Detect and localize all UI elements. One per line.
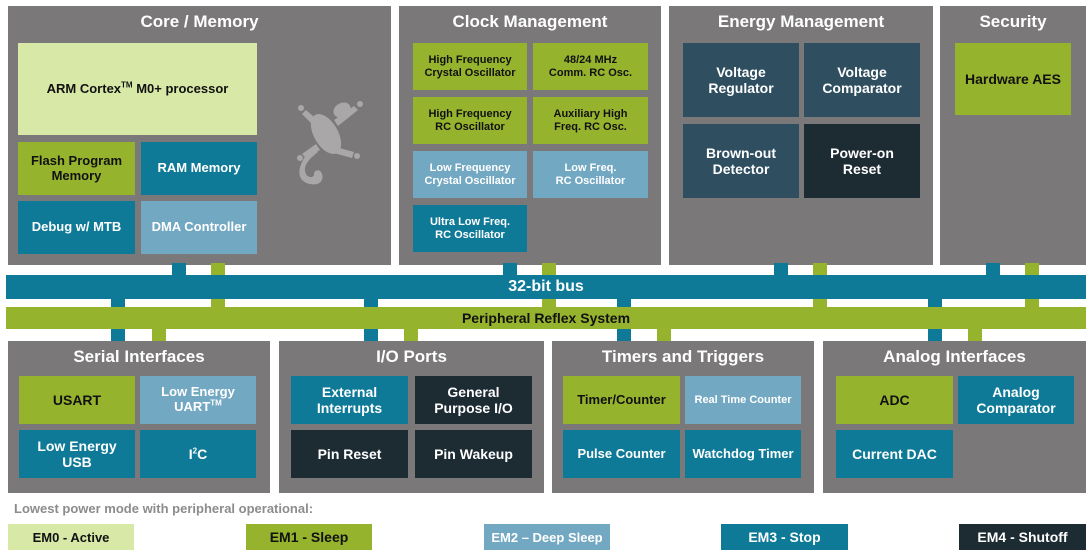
analog-prs-connector (968, 327, 982, 345)
pin-wakeup-block: Pin Wakeup (415, 430, 532, 478)
gecko-icon (297, 101, 363, 185)
ram-memory-block: RAM Memory (141, 142, 257, 195)
ulf-rc-oscillator-block: Ultra Low Freq.RC Oscillator (413, 205, 527, 252)
watchdog-timer-block: Watchdog Timer (685, 430, 801, 478)
hardware-aes-block: Hardware AES (955, 43, 1071, 115)
energy-management-title: Energy Management (717, 12, 885, 31)
security-title: Security (979, 12, 1047, 31)
32-bit-bus-label: 32-bit bus (508, 278, 584, 295)
io-ports-title: I/O Ports (376, 347, 447, 366)
pulse-counter-block: Pulse Counter (563, 430, 680, 478)
arm-cortex-block: ARM CortexTM M0+ processor (18, 43, 257, 135)
timers-triggers-title: Timers and Triggers (601, 347, 765, 366)
core-memory-title: Core / Memory (140, 12, 259, 31)
io-prs-connector (404, 327, 418, 345)
debug-mtb-block: Debug w/ MTB (18, 201, 135, 254)
core-bus-connector (172, 263, 186, 277)
energy-bus-connector (774, 263, 788, 277)
clock-bus-connector (503, 263, 517, 277)
i2c-block: I2C (140, 430, 256, 478)
32-bit-bus: 32-bit bus (6, 275, 1086, 299)
peripheral-reflex-system: Peripheral Reflex System (6, 307, 1086, 329)
usart-block: USART (19, 376, 135, 424)
legend-em2: EM2 – Deep Sleep (484, 524, 610, 550)
timer-counter-block: Timer/Counter (563, 376, 680, 424)
pin-reset-block: Pin Reset (291, 430, 408, 478)
legend-em0: EM0 - Active (8, 524, 134, 550)
legend-title: Lowest power mode with peripheral operat… (14, 501, 314, 516)
legend-em4: EM4 - Shutoff (959, 524, 1086, 550)
adc-block: ADC (836, 376, 953, 424)
real-time-counter-block: Real Time Counter (685, 376, 801, 424)
lf-rc-oscillator-block: Low Freq.RC Oscillator (533, 151, 648, 198)
analog-interfaces-title: Analog Interfaces (883, 347, 1026, 366)
prs-label: Peripheral Reflex System (461, 310, 631, 326)
dma-controller-block: DMA Controller (141, 201, 257, 254)
current-dac-block: Current DAC (836, 430, 953, 478)
security-bus-connector (986, 263, 1000, 277)
legend-em1: EM1 - Sleep (246, 524, 372, 550)
serial-interfaces-title: Serial Interfaces (73, 347, 205, 366)
legend-em3: EM3 - Stop (721, 524, 848, 550)
timers-prs-connector (657, 327, 671, 345)
clock-management-title: Clock Management (452, 12, 608, 31)
serial-prs-connector (152, 327, 166, 345)
